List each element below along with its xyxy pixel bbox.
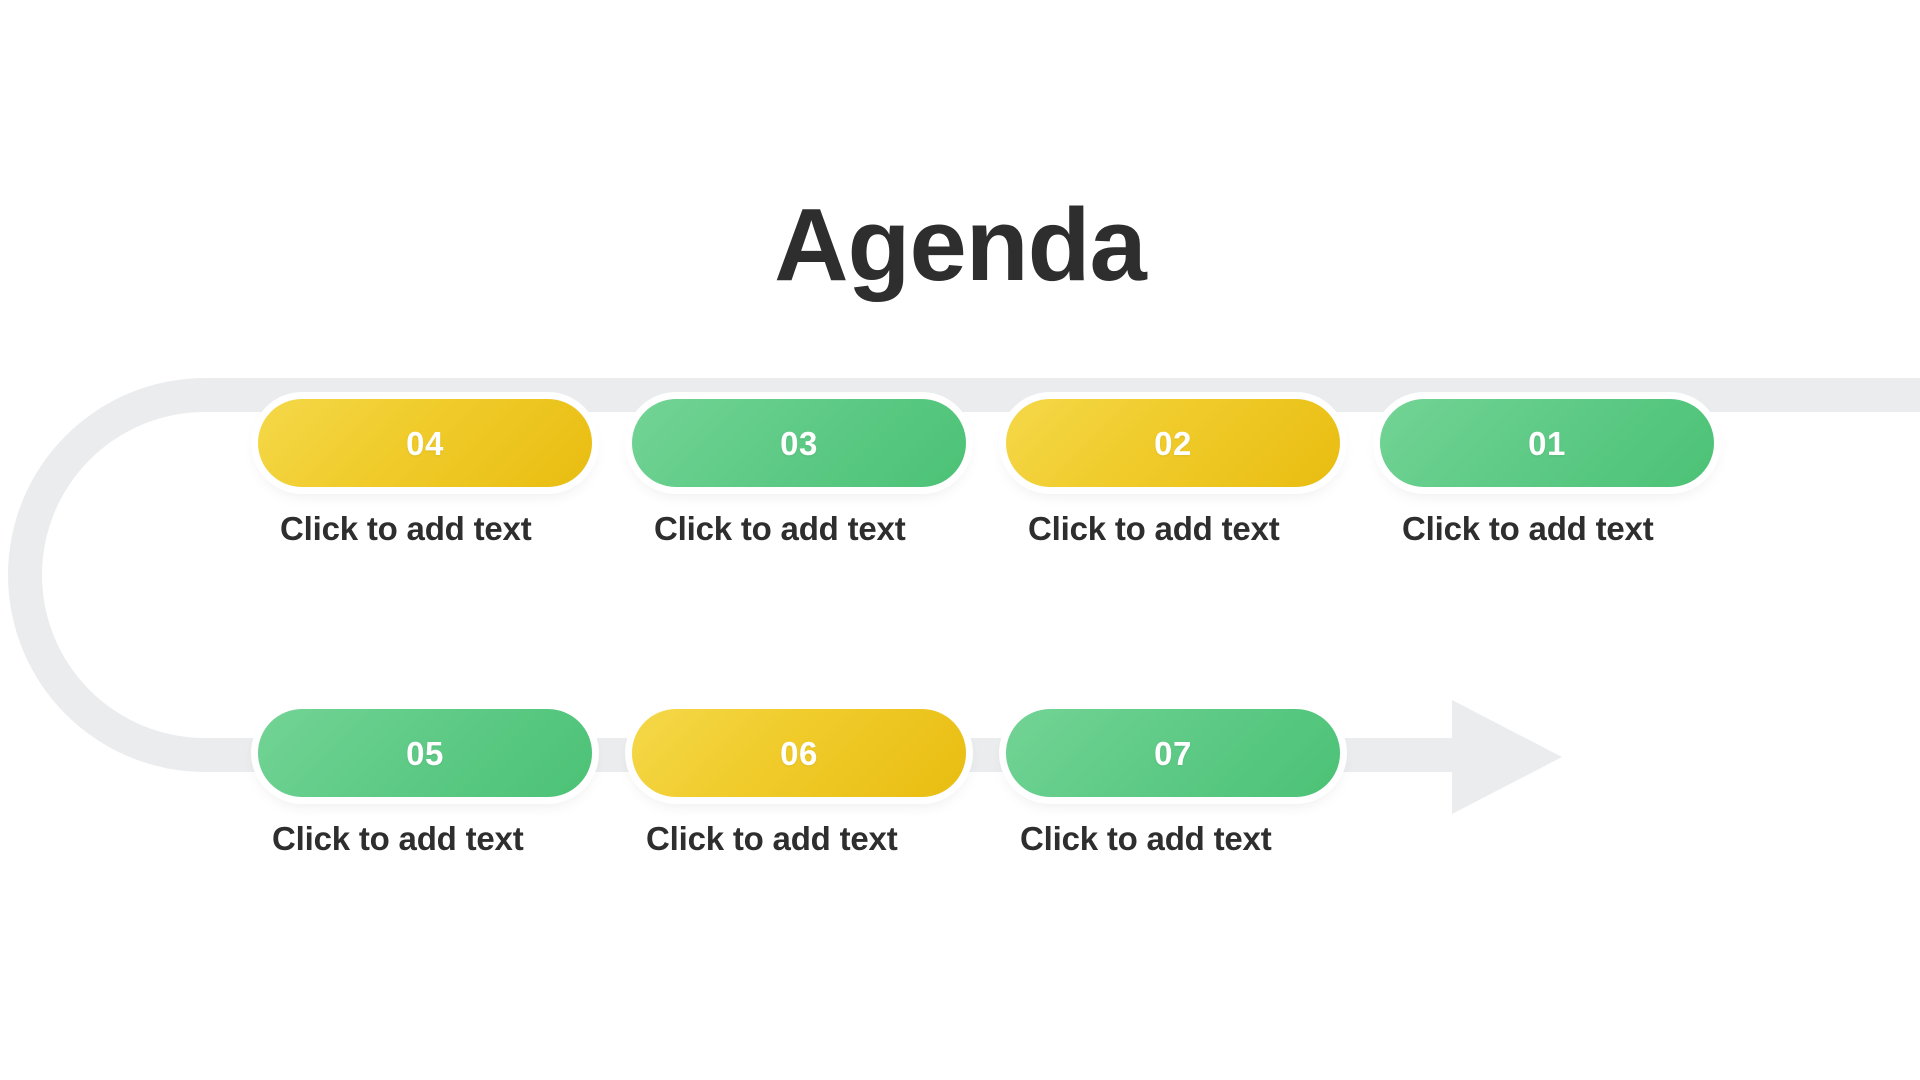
step-pill-06[interactable]: 06 <box>632 709 966 797</box>
step-02[interactable]: 02 Click to add text <box>1006 399 1340 547</box>
step-caption-07[interactable]: Click to add text <box>1020 820 1272 857</box>
step-05[interactable]: 05 Click to add text <box>258 709 592 857</box>
step-caption-04[interactable]: Click to add text <box>280 510 532 547</box>
step-caption-03[interactable]: Click to add text <box>654 510 906 547</box>
step-number-06: 06 <box>780 734 818 772</box>
step-caption-06[interactable]: Click to add text <box>646 820 898 857</box>
step-number-04: 04 <box>406 424 444 462</box>
step-01[interactable]: 01 Click to add text <box>1380 399 1714 547</box>
page-title: Agenda <box>774 187 1147 302</box>
step-pill-01[interactable]: 01 <box>1380 399 1714 487</box>
step-pill-04[interactable]: 04 <box>258 399 592 487</box>
step-pill-02[interactable]: 02 <box>1006 399 1340 487</box>
step-number-03: 03 <box>780 424 818 462</box>
step-pill-05[interactable]: 05 <box>258 709 592 797</box>
step-number-02: 02 <box>1154 424 1192 462</box>
step-caption-02[interactable]: Click to add text <box>1028 510 1280 547</box>
step-caption-05[interactable]: Click to add text <box>272 820 524 857</box>
step-caption-01[interactable]: Click to add text <box>1402 510 1654 547</box>
step-pill-07[interactable]: 07 <box>1006 709 1340 797</box>
step-06[interactable]: 06 Click to add text <box>632 709 966 857</box>
step-03[interactable]: 03 Click to add text <box>632 399 966 547</box>
step-number-07: 07 <box>1154 734 1192 772</box>
step-number-01: 01 <box>1528 424 1566 462</box>
step-04[interactable]: 04 Click to add text <box>258 399 592 547</box>
step-07[interactable]: 07 Click to add text <box>1006 709 1340 857</box>
step-pill-03[interactable]: 03 <box>632 399 966 487</box>
step-number-05: 05 <box>406 734 444 772</box>
